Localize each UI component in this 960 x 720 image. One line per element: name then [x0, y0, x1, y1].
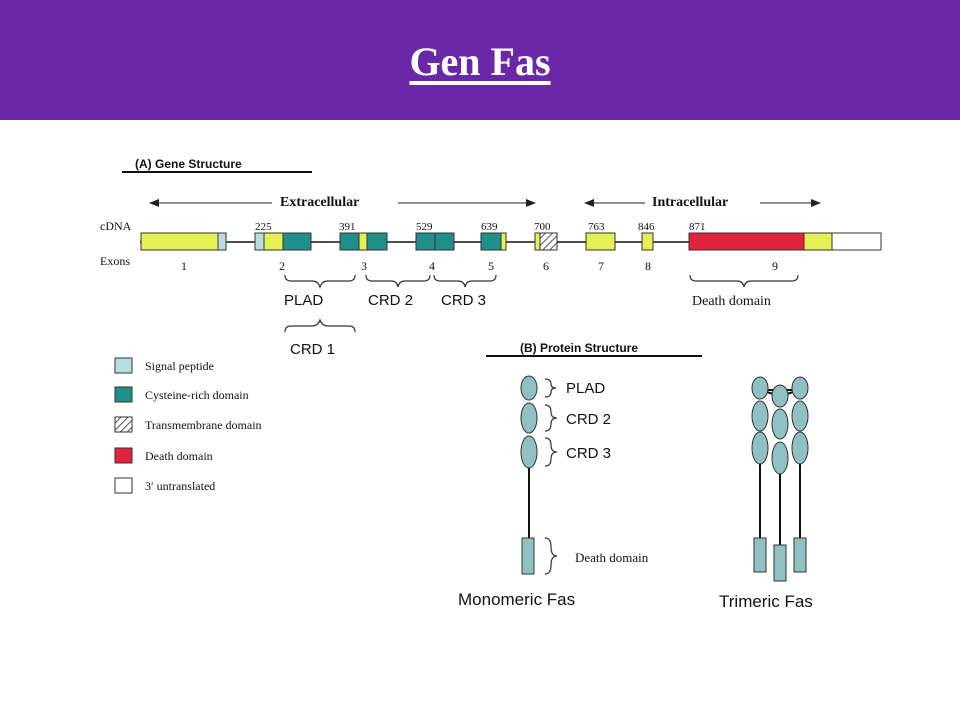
- trimer-crd2-ellipse: [751, 400, 769, 432]
- exon-3-block: [358, 232, 368, 251]
- exon-number: 7: [598, 259, 604, 273]
- trimer-crd2-ellipse: [791, 400, 809, 432]
- legend-label: Signal peptide: [145, 359, 214, 373]
- crd1-gene-label: CRD 1: [290, 341, 335, 358]
- trimer-death-domain: [793, 537, 807, 573]
- legend-label: Death domain: [145, 449, 213, 463]
- trimeric-fas-label: Trimeric Fas: [719, 592, 813, 611]
- utr-block: [831, 232, 882, 251]
- exon-number: 9: [772, 259, 778, 273]
- exon-number: 1: [181, 259, 187, 273]
- exon-2-block: [263, 232, 284, 251]
- plad-protein-brace: [544, 378, 557, 398]
- legend: [114, 357, 133, 494]
- extracellular-label: Extracellular: [280, 195, 359, 210]
- trimer-death-domain: [753, 537, 767, 573]
- plad-protein-label: PLAD: [566, 380, 605, 397]
- exon-number: 8: [645, 259, 651, 273]
- transmembrane-block: [539, 232, 558, 251]
- death-domain-block: [688, 232, 805, 251]
- monomeric-fas-label: Monomeric Fas: [458, 590, 575, 609]
- crd-block: [434, 232, 455, 251]
- title-bar: Gen Fas: [0, 0, 960, 120]
- cdna-label: cDNA: [100, 219, 132, 233]
- trimer-plad-ellipse: [791, 376, 809, 400]
- monomer-death-domain: [521, 537, 535, 575]
- death-domain-gene-label: Death domain: [692, 294, 771, 309]
- exon-number: 3: [361, 259, 367, 273]
- legend-label: Cysteine-rich domain: [145, 388, 249, 402]
- trimer-death-domain: [773, 544, 787, 582]
- legend-swatch-transmembrane: [114, 416, 133, 433]
- trimer-plad-ellipse: [751, 376, 769, 400]
- trimer-crd3-ellipse: [771, 441, 789, 475]
- crd-block: [366, 232, 388, 251]
- legend-swatch-signal-peptide: [114, 357, 133, 374]
- legend-swatch-death-domain: [114, 447, 133, 464]
- plad-brace: [284, 274, 356, 289]
- crd2-ellipse: [520, 402, 538, 434]
- crd3-brace: [433, 274, 497, 288]
- crd3-protein-label: CRD 3: [566, 445, 611, 462]
- exon-1-block: [140, 232, 219, 251]
- monomeric-fas: [520, 375, 538, 575]
- exon-braces: [284, 274, 799, 333]
- crd2-gene-label: CRD 2: [368, 292, 413, 309]
- exon-number: 2: [279, 259, 285, 273]
- crd1-brace: [284, 318, 356, 333]
- intracellular-label: Intracellular: [652, 195, 728, 210]
- signal-peptide-block: [254, 232, 265, 251]
- crd-block: [282, 232, 312, 251]
- exon-number: 4: [429, 259, 435, 273]
- legend-label: Transmembrane domain: [145, 418, 262, 432]
- exon-6-block: [534, 232, 541, 251]
- protein-braces: [544, 378, 558, 575]
- slide-title: Gen Fas: [409, 39, 551, 84]
- position-label: 225: [255, 221, 272, 233]
- trimer-crd2-ellipse: [771, 408, 789, 440]
- trimeric-fas: [751, 376, 809, 582]
- trimer-crd3-ellipse: [751, 431, 769, 465]
- death-domain-brace: [689, 274, 799, 288]
- trimer-crd3-ellipse: [791, 431, 809, 465]
- position-label: 639: [481, 221, 498, 233]
- crd-block: [339, 232, 360, 251]
- death-domain-protein-label: Death domain: [575, 550, 649, 565]
- position-label: 846: [638, 221, 655, 233]
- position-label: 763: [588, 221, 605, 233]
- protein-structure-heading: (B) Protein Structure: [520, 341, 638, 355]
- position-label: 871: [689, 221, 706, 233]
- crd3-ellipse: [520, 435, 538, 469]
- crd3-protein-brace: [544, 437, 558, 467]
- legend-label: 3′ untranslated: [145, 479, 215, 493]
- exon-number: 5: [488, 259, 494, 273]
- exons-label: Exons: [100, 254, 130, 268]
- plad-ellipse: [520, 375, 538, 401]
- position-label: 391: [339, 221, 356, 233]
- crd3-gene-label: CRD 3: [441, 292, 486, 309]
- signal-peptide-block: [217, 232, 227, 251]
- crd-block: [415, 232, 436, 251]
- legend-swatch-cysteine-rich: [114, 386, 133, 403]
- legend-swatch-utr: [114, 477, 133, 494]
- exon-9-block: [803, 232, 833, 251]
- exon-7-block: [585, 232, 616, 251]
- crd2-protein-brace: [544, 404, 558, 432]
- position-label: 700: [534, 221, 551, 233]
- cdna-exons: [140, 232, 882, 251]
- exon-5-block: [500, 232, 507, 251]
- death-domain-protein-brace: [544, 537, 558, 575]
- crd2-protein-label: CRD 2: [566, 411, 611, 428]
- exon-number: 6: [543, 259, 549, 273]
- exon-8-block: [641, 232, 654, 251]
- crd-block: [480, 232, 502, 251]
- plad-gene-label: PLAD: [284, 292, 323, 309]
- trimer-plad-ellipse: [771, 384, 789, 408]
- position-label: 529: [416, 221, 433, 233]
- gene-structure-heading: (A) Gene Structure: [135, 157, 242, 171]
- crd2-brace: [365, 274, 431, 288]
